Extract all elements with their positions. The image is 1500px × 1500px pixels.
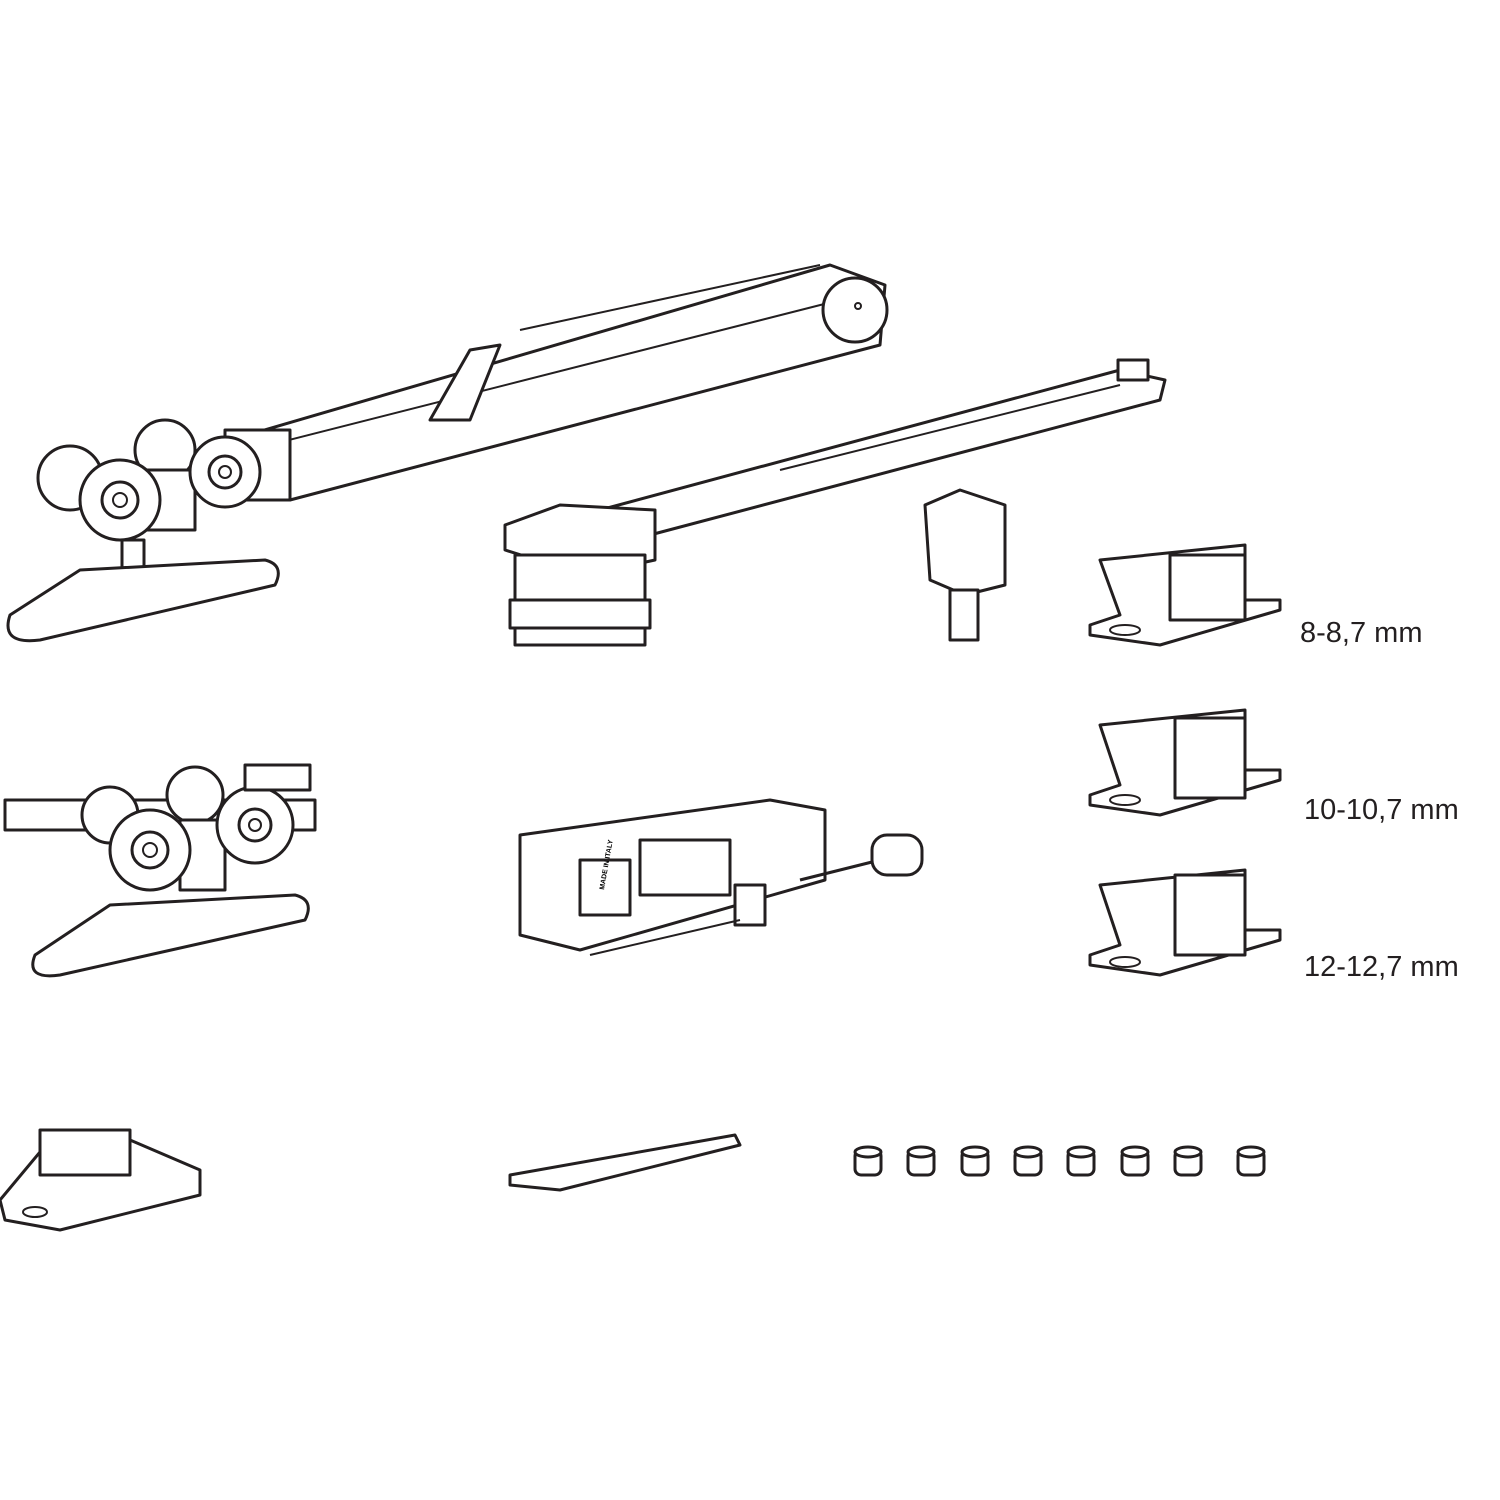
- damper-trolley-assembly: [6, 263, 889, 643]
- wall-stopper: [0, 1128, 202, 1232]
- floor-guide-small: [1088, 543, 1282, 647]
- trolley: [3, 763, 317, 978]
- soft-close-damper: MADE IN ITALY: [518, 798, 924, 956]
- floor-guide-medium: [1088, 708, 1282, 817]
- label-12mm-glass: 12-12,7 mm: [1304, 951, 1459, 983]
- adjustment-key: [508, 1133, 742, 1192]
- floor-guide-large: [1088, 868, 1282, 977]
- screws: [853, 1145, 1266, 1177]
- activator-arm: [503, 358, 1167, 647]
- stopper-block: [923, 488, 1007, 642]
- label-10mm-glass: 10-10,7 mm: [1304, 794, 1459, 826]
- label-8mm-glass: 8-8,7 mm: [1300, 617, 1423, 649]
